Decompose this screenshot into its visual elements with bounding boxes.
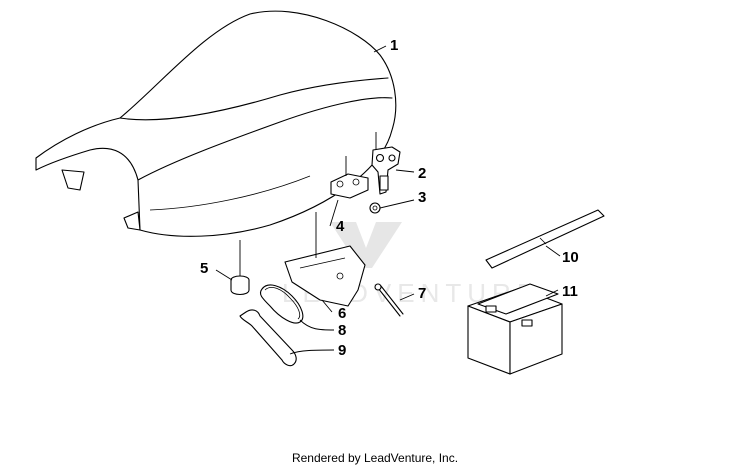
wrench-part: [239, 309, 297, 367]
bolt-part: [369, 202, 381, 214]
bracket-part: [330, 173, 369, 199]
seat-part: [35, 10, 397, 237]
callout-6: 6: [338, 305, 346, 322]
bumper-part: [230, 275, 250, 296]
callout-3: 3: [418, 189, 426, 206]
latch-part: [371, 146, 401, 195]
battery-part: [467, 283, 563, 375]
callout-5: 5: [200, 260, 208, 277]
footer-credit: Rendered by LeadVenture, Inc.: [291, 451, 459, 465]
callout-1: 1: [390, 37, 398, 54]
callout-9: 9: [338, 342, 346, 359]
rod-part: [374, 283, 404, 317]
seal-part: [259, 284, 304, 324]
callout-11: 11: [562, 283, 578, 300]
callout-10: 10: [562, 249, 579, 266]
callout-2: 2: [418, 165, 426, 182]
callout-labels: 1 2 3 4 5 6 7 8 9 10 11: [200, 37, 579, 359]
callout-7: 7: [418, 285, 426, 302]
cover-part: [284, 245, 366, 307]
leader-lines: [215, 45, 561, 355]
strap-part: [485, 209, 605, 269]
callout-8: 8: [338, 322, 346, 339]
callout-4: 4: [336, 218, 345, 235]
